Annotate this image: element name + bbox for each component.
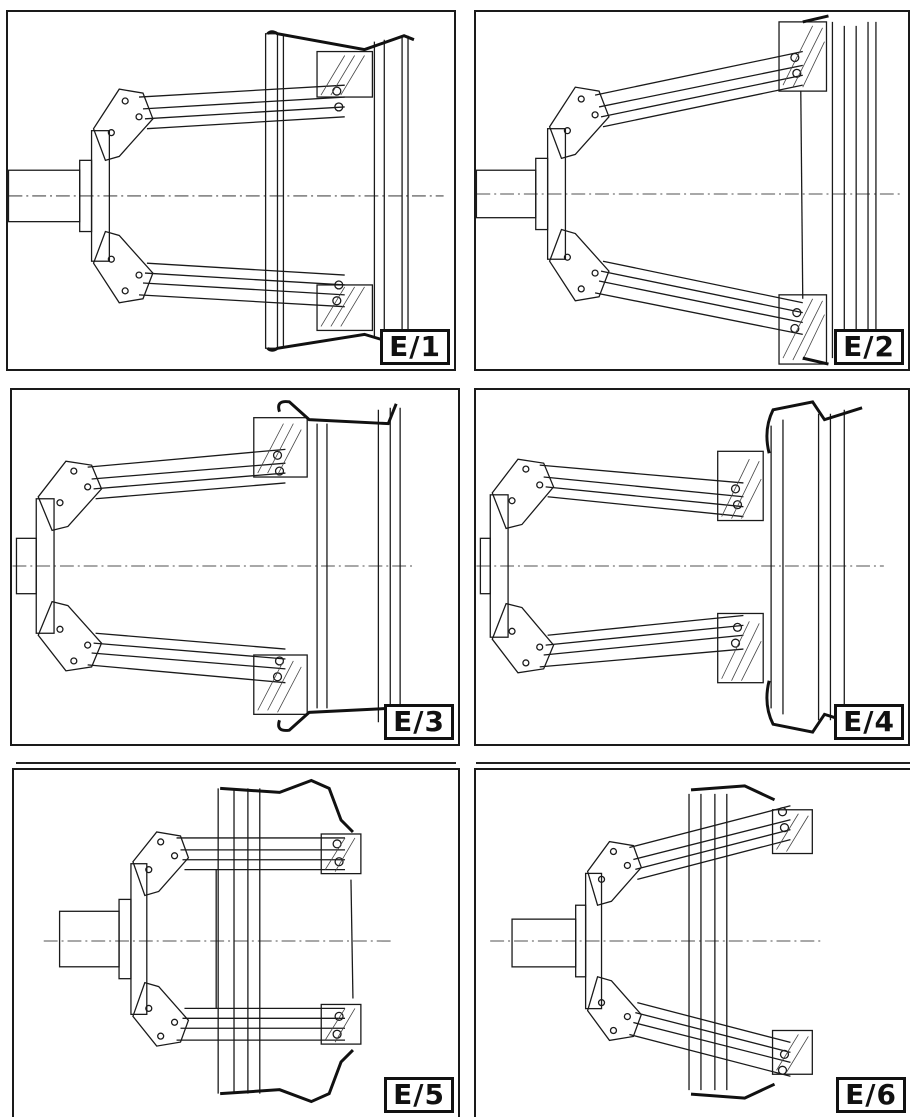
figure-label: E/6 bbox=[836, 1077, 906, 1113]
figure-label: E/2 bbox=[834, 329, 904, 365]
figure-label: E/3 bbox=[384, 704, 454, 740]
wheel-mount-drawing-e3 bbox=[12, 400, 412, 732]
diagram-panel-e6: E/6 bbox=[474, 768, 910, 1117]
wheel-mount-drawing-e5 bbox=[43, 778, 391, 1104]
figure-label: E/5 bbox=[384, 1077, 454, 1113]
wheel-mount-drawing-e1 bbox=[8, 30, 444, 352]
diagram-panel-e2: E/2 bbox=[474, 10, 910, 371]
diagram-panel-e5: E/5 bbox=[12, 768, 460, 1117]
wheel-mount-drawing-e2 bbox=[476, 14, 902, 366]
diagram-panel-e1: E/1 bbox=[6, 10, 456, 371]
figure-label: E/4 bbox=[834, 704, 904, 740]
panel-divider bbox=[476, 762, 910, 764]
figure-label: E/1 bbox=[380, 329, 450, 365]
wheel-mount-drawing-e4 bbox=[476, 400, 884, 734]
panel-divider bbox=[16, 762, 456, 764]
diagram-panel-e3: E/3 bbox=[10, 388, 460, 746]
wheel-mount-drawing-e6 bbox=[490, 784, 825, 1100]
diagram-panel-e4: E/4 bbox=[474, 388, 910, 746]
